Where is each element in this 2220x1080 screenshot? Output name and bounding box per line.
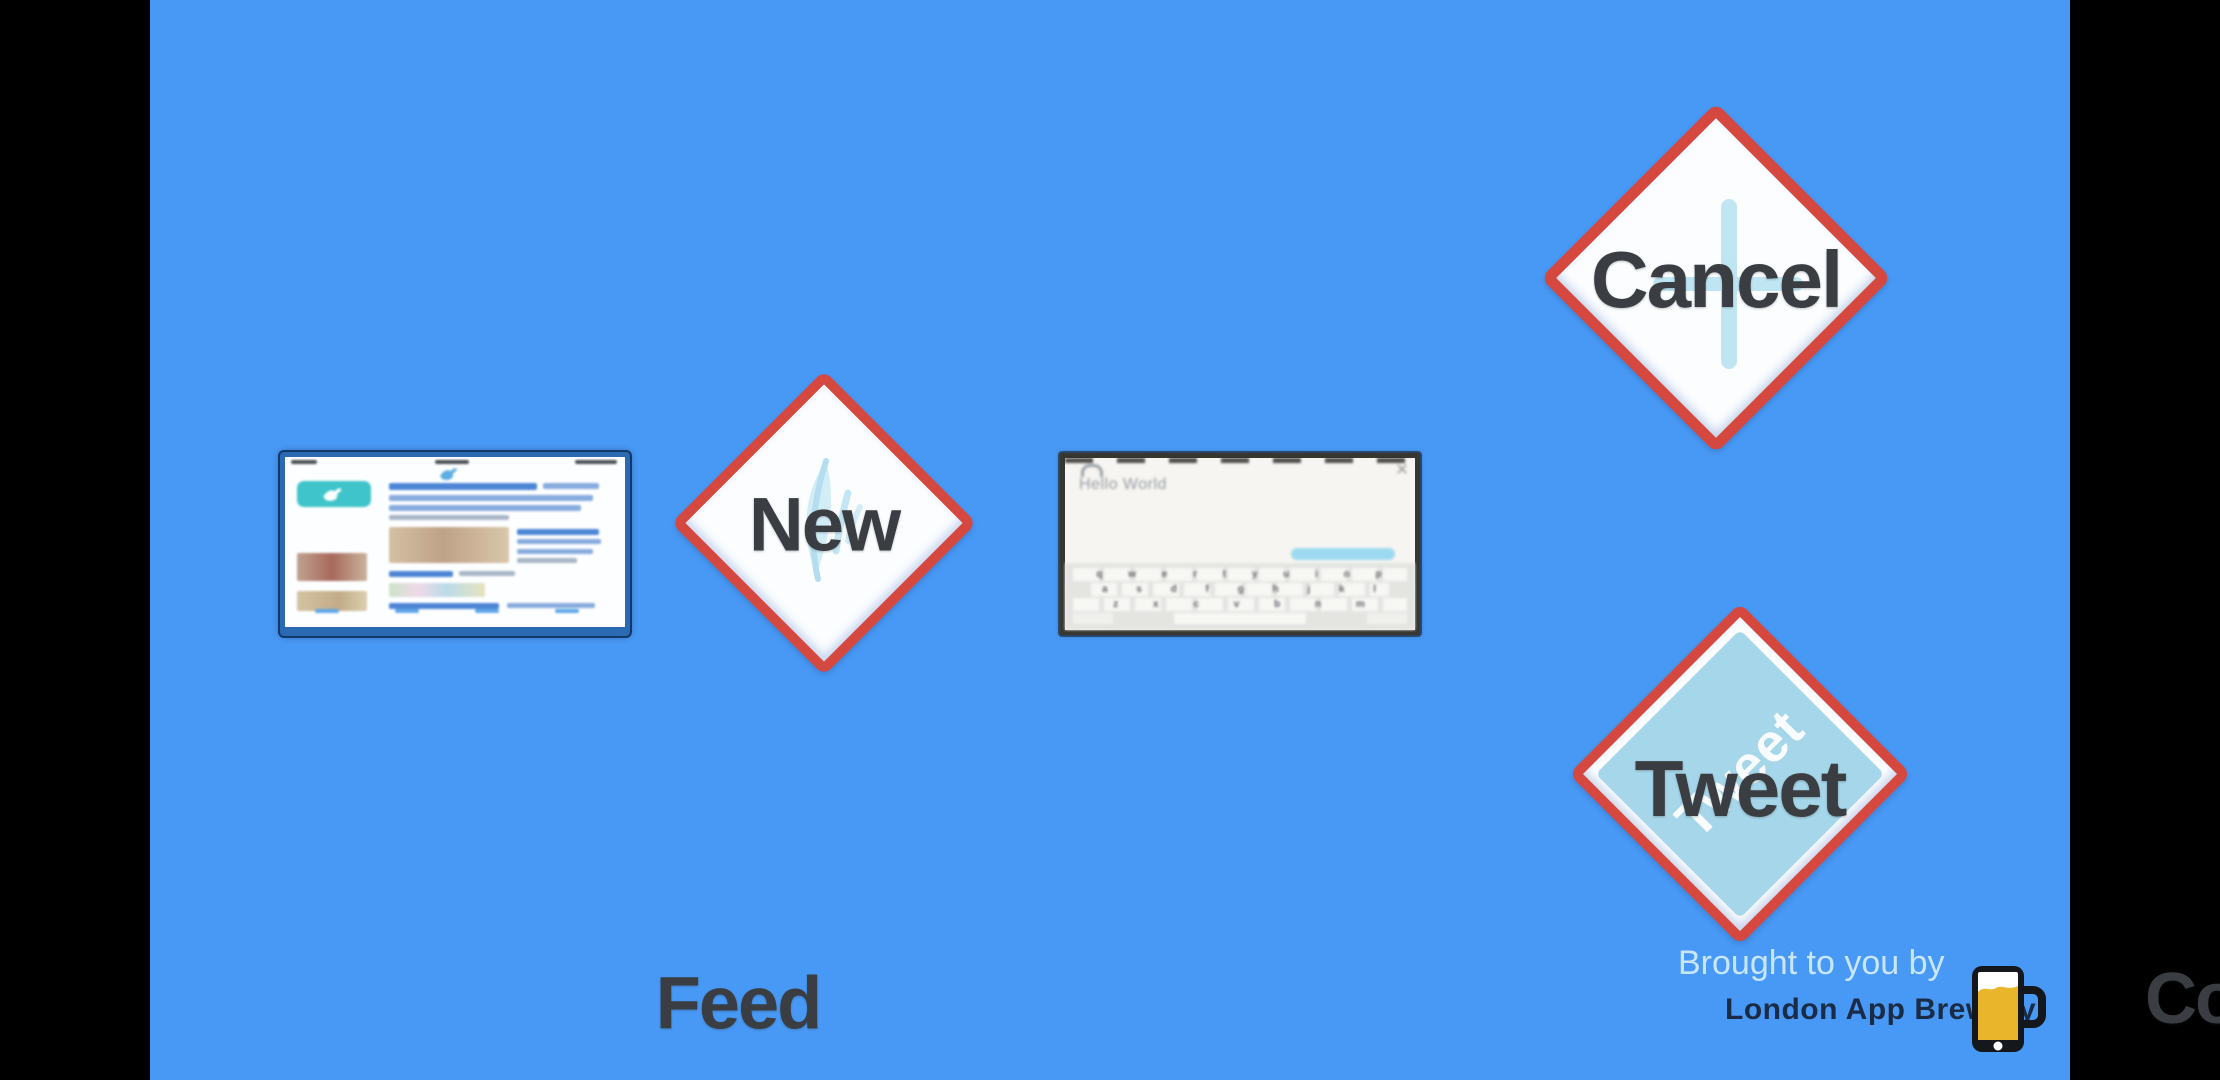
tweet-meta xyxy=(543,483,599,489)
profile-icon xyxy=(1081,464,1103,477)
status-bar-right xyxy=(575,460,617,464)
new-diamond: New xyxy=(671,370,977,676)
tweet-diamond: Tweet Tweet xyxy=(1568,602,1912,946)
feed-label: Feed xyxy=(655,961,823,1045)
cancel-diamond: Cancel xyxy=(1540,102,1892,454)
keyboard-row: q w e r t y u i o p xyxy=(1073,568,1407,581)
tweet-text-line xyxy=(517,539,601,544)
keyboard-space-row xyxy=(1073,613,1407,625)
close-icon xyxy=(1396,463,1408,475)
tweet-headline xyxy=(517,529,599,535)
keyboard-row: z x c v b n m xyxy=(1073,598,1407,611)
beer-mug-phone-icon xyxy=(1972,966,2046,1052)
tweet-label: Tweet xyxy=(1634,743,1848,833)
compose-label: Compose xyxy=(2144,959,2220,1039)
twitter-bird-icon xyxy=(440,468,457,480)
keyboard-key xyxy=(1073,613,1113,624)
tweet-meta xyxy=(459,571,515,576)
highlight-streak xyxy=(1291,548,1395,560)
tweet-photo xyxy=(297,553,367,581)
tweet-bird-icon xyxy=(323,487,342,501)
letterbox-left xyxy=(0,0,150,1080)
keyboard-row: a s d f g h j k l xyxy=(1091,583,1389,596)
quill-icon xyxy=(806,458,863,582)
tweet-text-line xyxy=(389,515,509,520)
tweet-headline xyxy=(389,603,499,609)
keyboard: q w e r t y u i o p a s d f g h j k l z … xyxy=(1065,563,1415,630)
status-bar-clock xyxy=(435,460,469,464)
action-bar-icon xyxy=(315,609,339,613)
action-bar-icon xyxy=(475,609,499,613)
tweet-text-line xyxy=(389,495,593,501)
tweet-headline xyxy=(389,483,537,490)
keyboard-key xyxy=(1367,613,1407,624)
new-tweet-button xyxy=(297,481,371,507)
tweet-text-line xyxy=(517,549,593,554)
status-bar-left xyxy=(291,460,317,464)
credit-line: Brought to you by xyxy=(1678,944,1945,982)
feed-screenshot xyxy=(285,457,625,627)
tweet-text-line xyxy=(517,558,577,563)
tweet-headline xyxy=(389,571,453,577)
action-bar-icon xyxy=(395,609,419,613)
tweet-text-line xyxy=(507,603,595,608)
compose-screen-thumbnail: Hello World q w e r t y u i o p a s d f … xyxy=(1060,453,2220,1039)
new-diamond-shape xyxy=(671,370,977,676)
compose-text: Hello World xyxy=(1079,476,1167,493)
grunge-border-top xyxy=(1065,458,1415,463)
compose-screenshot: Hello World q w e r t y u i o p a s d f … xyxy=(1065,458,1415,630)
feed-screen-thumbnail: Feed xyxy=(280,452,822,1045)
spacebar-key xyxy=(1174,613,1306,624)
tweet-text-line xyxy=(389,505,581,511)
action-bar-icon xyxy=(555,609,579,613)
tweet-photo xyxy=(297,591,367,611)
new-label: New xyxy=(748,482,901,568)
cancel-label: Cancel xyxy=(1590,235,1843,325)
letterbox-right xyxy=(2070,0,2220,1080)
tweet-photo-strip xyxy=(389,583,485,597)
tweet-photo xyxy=(389,527,509,563)
